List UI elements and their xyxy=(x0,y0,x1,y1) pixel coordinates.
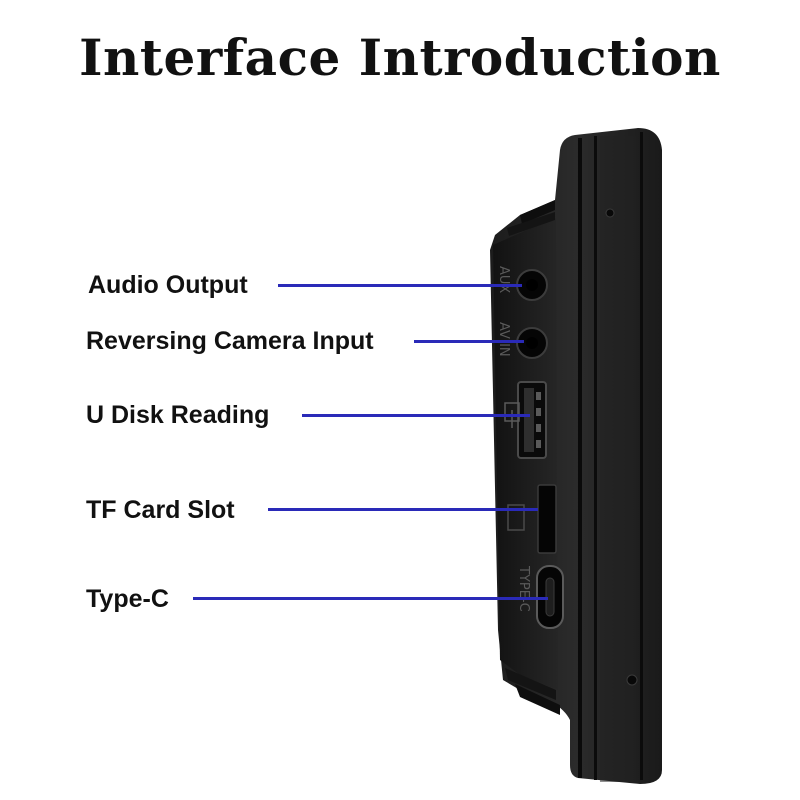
tf-card-slot-label: TF Card Slot xyxy=(86,496,235,524)
page-title: Interface Introduction xyxy=(79,28,721,87)
type-c-marking: TYPE-C xyxy=(516,565,531,612)
screw-top xyxy=(605,208,615,218)
reversing-camera-input-leader xyxy=(414,340,524,343)
audio-output-label: Audio Output xyxy=(88,271,248,299)
tf-card-slot xyxy=(537,484,557,554)
av-in-marking: AV IN xyxy=(496,322,511,357)
type-c-label: Type-C xyxy=(86,585,169,613)
type-c-leader xyxy=(193,597,548,600)
tf-card-slot-leader xyxy=(268,508,538,511)
aux-marking: AUX xyxy=(496,266,511,293)
u-disk-reading-label: U Disk Reading xyxy=(86,401,270,429)
reversing-camera-input-label: Reversing Camera Input xyxy=(86,327,374,355)
audio-output-leader xyxy=(278,284,522,287)
u-disk-reading-leader xyxy=(302,414,530,417)
screw-bottom xyxy=(626,674,638,686)
tf-card-icon xyxy=(507,504,525,531)
